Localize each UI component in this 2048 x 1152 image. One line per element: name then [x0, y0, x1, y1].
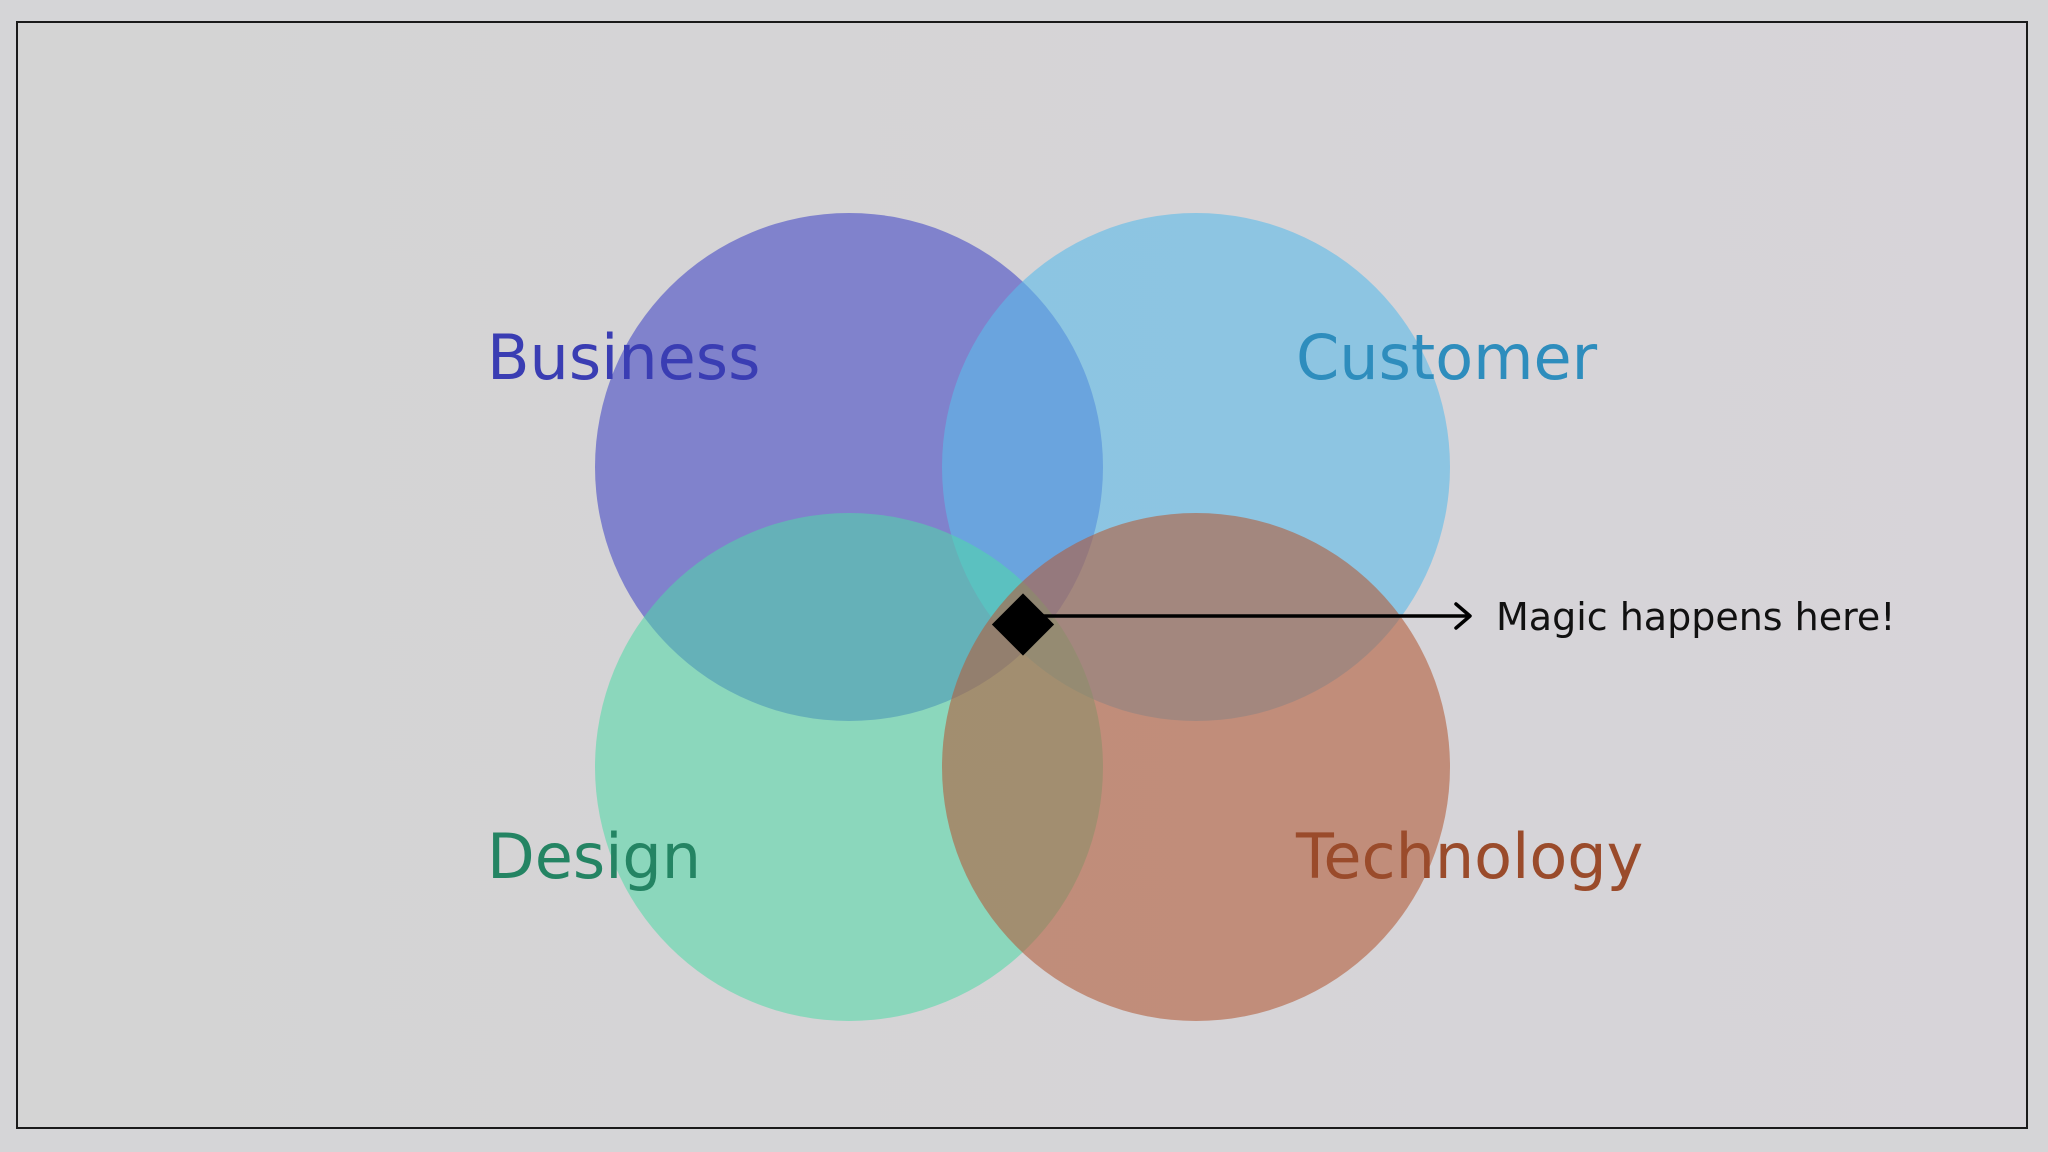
customer-label: Customer — [1296, 321, 1598, 394]
intersection-diamond-marker — [991, 593, 1055, 656]
callout-arrow-head — [1454, 602, 1472, 630]
business-label: Business — [487, 321, 760, 394]
technology-label: Technology — [1295, 820, 1643, 893]
callout-text: Magic happens here! — [1496, 595, 1896, 639]
technology-circle — [942, 513, 1450, 1021]
design-circle — [595, 513, 1103, 1021]
design-label: Design — [487, 820, 701, 893]
